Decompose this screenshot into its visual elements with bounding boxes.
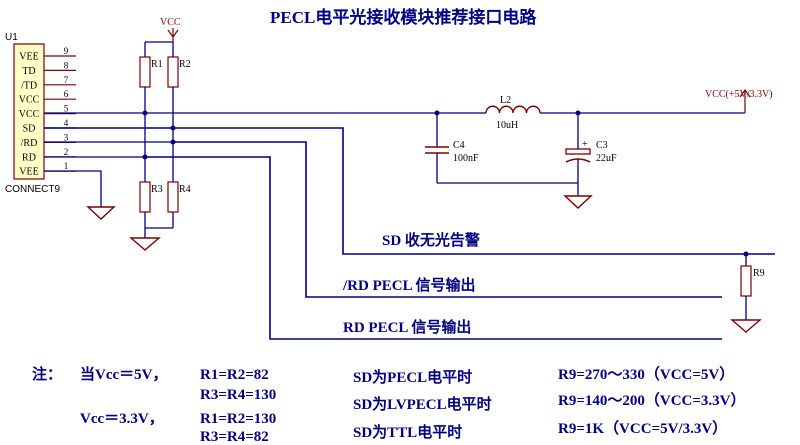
notes-cond-33v-r12: R1=R2=130 (200, 411, 276, 427)
nrd-signal-wire (173, 141, 722, 298)
connector-pin-label: /TD (21, 80, 37, 91)
connector-pin-label: RD (22, 152, 36, 163)
c3-label: C3 (596, 140, 608, 151)
notes-cond-33v: Vcc＝3.3V， (80, 411, 164, 427)
l2-label: L2 (500, 95, 511, 106)
c4-value: 100nF (453, 153, 479, 164)
r2-label: R2 (179, 59, 191, 70)
rd-signal-label: RD PECL 信号输出 (343, 318, 471, 336)
resistor-r1 (139, 56, 151, 88)
connector-pin-label: VCC (19, 109, 40, 120)
notes-cond-5v: 当Vcc＝5V， (80, 365, 167, 383)
inductor-l2 (485, 105, 541, 114)
junction-dot (142, 154, 148, 160)
connector-pin-number: 5 (64, 104, 69, 114)
title: PECL电平光接收模块推荐接口电路 (270, 7, 537, 27)
connector-pin-label: /RD (21, 138, 38, 149)
sd-value-pecl: R9=270～330（VCC=5V） (558, 365, 734, 383)
ground-icon-r34 (129, 237, 161, 251)
sd-value-lvpecl: R9=140～200（VCC=3.3V） (558, 391, 746, 409)
c3-plus-sign: + (582, 139, 588, 150)
junction-dot (575, 110, 581, 116)
connector-pin-label: VEE (19, 167, 38, 178)
nrd-signal-label: /RD PECL 信号输出 (342, 276, 476, 294)
vcc-top-label: VCC (160, 17, 181, 28)
notes-cond-5v-r34: R3=R4=130 (200, 387, 276, 403)
sd-value-ttl: R9=1K（VCC=5V/3.3V） (558, 419, 727, 437)
resistor-r3 (139, 181, 151, 213)
rd-signal-wire (145, 156, 722, 340)
r9-label: R9 (753, 268, 765, 279)
vcc-top-arrow (167, 29, 179, 39)
resistor-r2 (167, 56, 179, 88)
connector-u1-body (13, 43, 45, 180)
ground-icon-r9 (730, 319, 762, 333)
sd-signal-label: SD 收无光告警 (382, 231, 480, 249)
ground-icon-caps (563, 195, 593, 209)
connector-pin-number: 8 (64, 60, 69, 70)
sd-mode-ttl: SD为TTL电平时 (353, 423, 462, 441)
connector-pin-number: 1 (64, 161, 69, 171)
connector-pin-number: 9 (64, 46, 69, 56)
connector-pin-label: SD (23, 124, 36, 135)
c4-label: C4 (453, 140, 465, 151)
connector-pin-label: TD (22, 66, 35, 77)
notes-cond-5v-r12: R1=R2=82 (200, 367, 269, 383)
resistor-r4 (167, 181, 179, 213)
connector-name: CONNECT9 (5, 184, 60, 195)
connector-pin-number: 7 (64, 75, 69, 85)
notes-prefix: 注： (32, 365, 62, 383)
vcc-out-arrow (739, 88, 751, 98)
connector-pin-number: 4 (64, 118, 69, 128)
connector-pin-number: 3 (64, 132, 69, 142)
junction-dot (170, 139, 176, 145)
notes-cond-33v-r34: R3=R4=82 (200, 429, 269, 445)
l2-value: 10uH (496, 120, 518, 131)
connector-pin-label: VEE (19, 52, 38, 63)
connector-ref: U1 (5, 32, 18, 43)
connector-pin-number: 6 (64, 89, 69, 99)
connector-pin-label: VCC (19, 95, 40, 106)
sd-mode-lvpecl: SD为LVPECL电平时 (353, 395, 492, 413)
sd-mode-pecl: SD为PECL电平时 (353, 368, 472, 386)
c3-value: 22uF (596, 153, 617, 164)
ground-icon-pin1 (86, 206, 116, 220)
resistor-r9 (740, 265, 752, 297)
vcc-out-label: VCC(+5V/3.3V) (705, 89, 773, 100)
junction-dot (434, 110, 440, 116)
r4-label: R4 (179, 184, 191, 195)
pin1-ground-wire (44, 170, 102, 207)
sd-signal-wire (44, 127, 775, 255)
junction-dot (170, 125, 176, 131)
junction-dot (743, 251, 749, 257)
capacitor-c3-plate-top (565, 148, 591, 155)
connector-pin-number: 2 (64, 147, 69, 157)
r1-label: R1 (151, 59, 163, 70)
r3-label: R3 (151, 184, 163, 195)
junction-dot (142, 110, 148, 116)
